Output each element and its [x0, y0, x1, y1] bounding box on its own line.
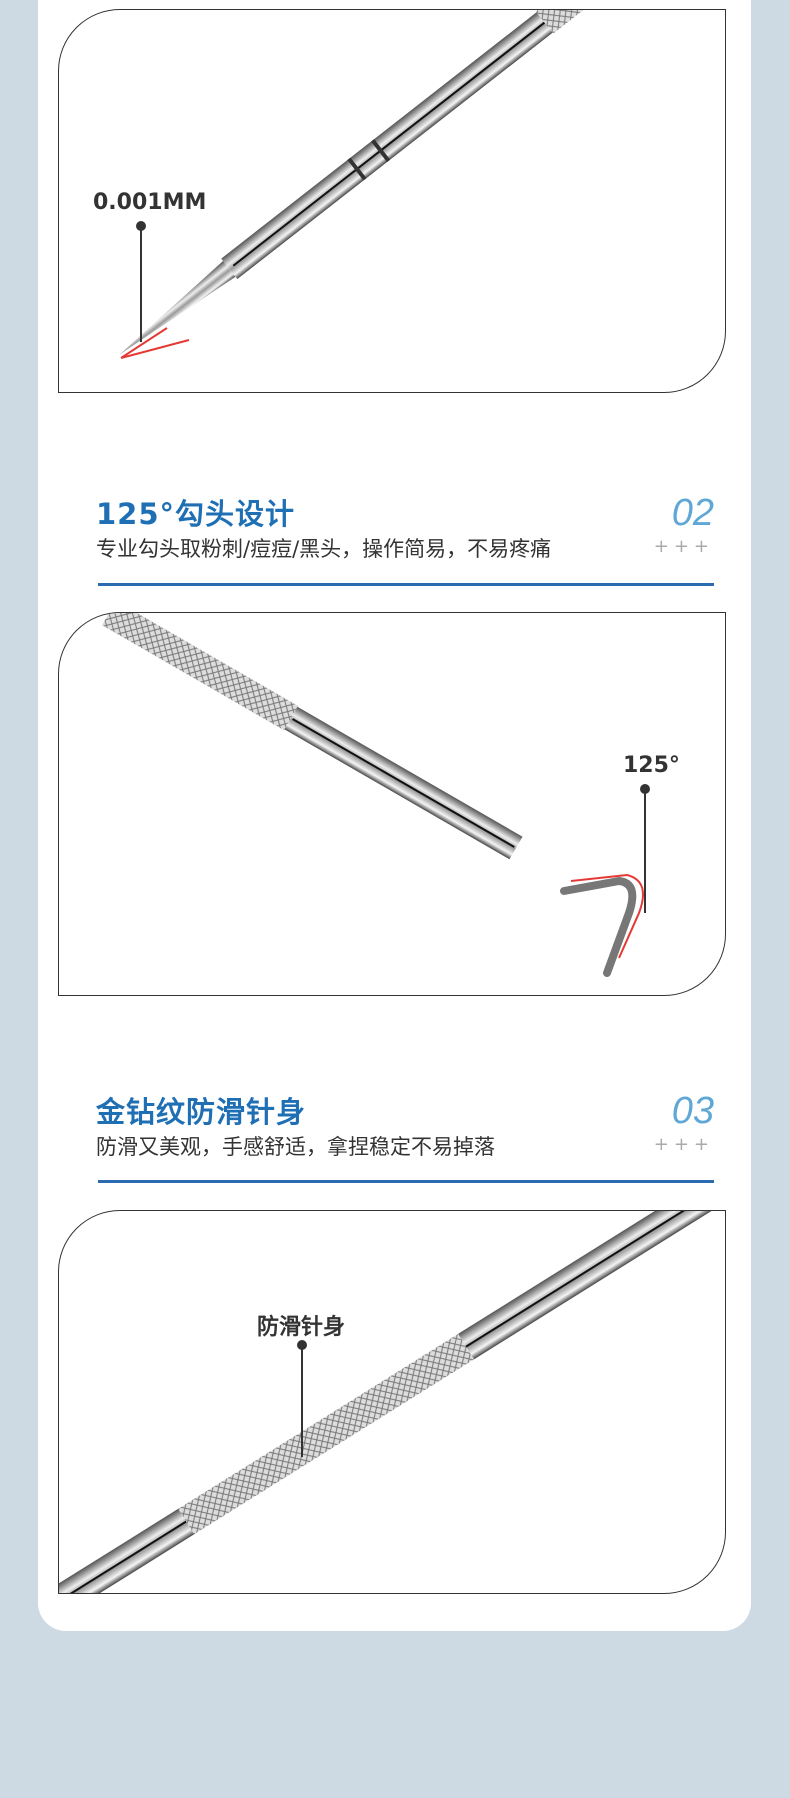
tip-size-label: 0.001MM [93, 190, 207, 215]
section-title: 金钻纹防滑针身 [96, 1095, 307, 1129]
plus-decor: +++ [653, 536, 714, 557]
section-header-hook: 125°勾头设计 专业勾头取粉刺/痘痘/黑头，操作简易，不易疼痛 02 +++ [96, 492, 714, 564]
section-number: 02 [671, 492, 714, 534]
grip-label: 防滑针身 [257, 1315, 346, 1340]
needle-tip-illustration [119, 10, 725, 359]
section-divider [98, 583, 714, 586]
section-subtitle: 防滑又美观，手感舒适，拿捏稳定不易掉落 [96, 1135, 495, 1159]
section-title: 125°勾头设计 [96, 497, 296, 531]
section-subtitle: 专业勾头取粉刺/痘痘/黑头，操作简易，不易疼痛 [96, 537, 552, 561]
hook-illustration [102, 613, 650, 977]
hook-image-panel: 125° [58, 612, 726, 996]
grip-image-panel: 防滑针身 [58, 1210, 726, 1594]
section-number: 03 [671, 1090, 714, 1132]
grip-illustration [59, 1211, 725, 1593]
needle-tip-image-panel: 0.001MM [58, 9, 726, 393]
section-divider [98, 1180, 714, 1183]
section-header-grip: 金钻纹防滑针身 防滑又美观，手感舒适，拿捏稳定不易掉落 03 +++ [96, 1090, 714, 1162]
angle-label: 125° [623, 753, 680, 778]
plus-decor: +++ [653, 1134, 714, 1155]
